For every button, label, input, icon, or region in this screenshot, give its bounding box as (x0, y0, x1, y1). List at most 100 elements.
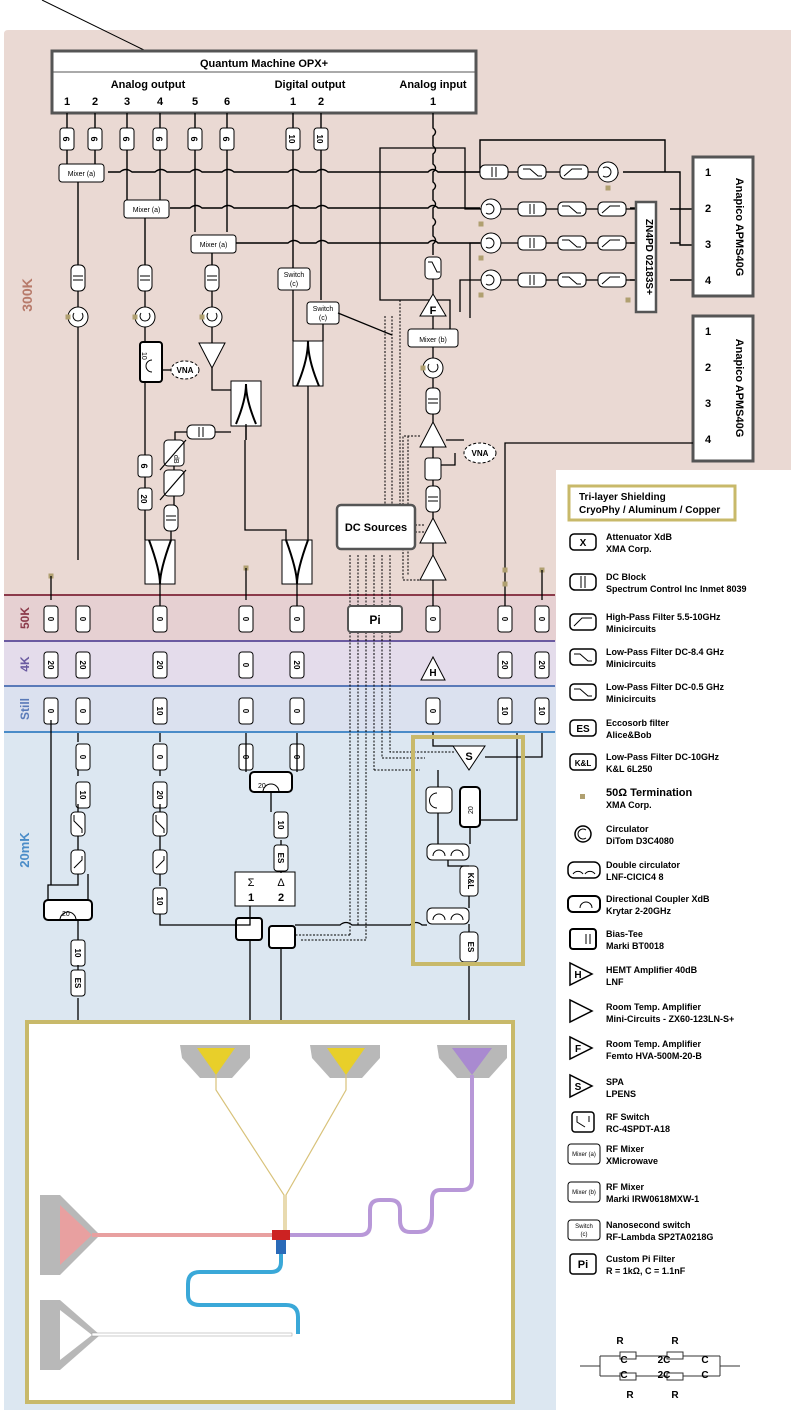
opx-analog-output-label: Analog output (111, 79, 186, 91)
svg-text:XMicrowave: XMicrowave (606, 1156, 658, 1166)
vna-left: VNA (170, 360, 200, 380)
legend: Tri-layer Shielding CryoPhy / Aluminum /… (556, 470, 791, 1410)
svg-text:2C: 2C (658, 1370, 671, 1381)
mxc-components (43, 745, 486, 963)
svg-text:6: 6 (61, 136, 71, 141)
svg-text:Bias-Tee: Bias-Tee (606, 929, 643, 939)
svg-text:20: 20 (500, 661, 509, 670)
svg-text:Alice&Bob: Alice&Bob (606, 730, 652, 740)
svg-text:Room Temp. Amplifier: Room Temp. Amplifier (606, 1039, 702, 1049)
svg-text:ES: ES (576, 724, 590, 735)
svg-text:Pi: Pi (578, 1259, 588, 1271)
svg-text:2: 2 (705, 362, 711, 374)
svg-text:6: 6 (154, 136, 164, 141)
svg-text:20: 20 (537, 661, 546, 670)
stage-label-4k: 4K (18, 656, 32, 672)
svg-text:dB: dB (172, 455, 179, 464)
attenuator-0: 0 (534, 605, 550, 633)
svg-text:R: R (626, 1390, 634, 1401)
svg-text:Switch: Switch (284, 272, 305, 279)
svg-text:20: 20 (78, 661, 87, 670)
attenuator-0: 0 (425, 697, 441, 725)
attenuator-10: 10 (152, 697, 168, 725)
opx-ai-port-1: 1 (430, 96, 436, 108)
attenuator-20: 20 (497, 651, 513, 679)
svg-text:20: 20 (155, 791, 164, 800)
svg-text:Spectrum Control Inc Inmet 803: Spectrum Control Inc Inmet 8039 (606, 584, 747, 594)
attenuator-6-ao2: 6 (87, 127, 103, 151)
svg-text:Femto HVA-500M-20-B: Femto HVA-500M-20-B (606, 1051, 702, 1061)
svg-text:10: 10 (287, 135, 296, 144)
svg-text:H: H (429, 668, 436, 679)
svg-text:10: 10 (315, 135, 324, 144)
attenuator-0: 0 (497, 605, 513, 633)
svg-text:2: 2 (705, 203, 711, 215)
svg-text:20: 20 (139, 495, 148, 504)
svg-text:Δ: Δ (277, 877, 285, 889)
svg-text:10: 10 (155, 707, 164, 716)
attenuator-6-ao3: 6 (119, 127, 135, 151)
opx-do-port-2: 2 (318, 96, 324, 108)
svg-text:0: 0 (292, 617, 301, 622)
svg-text:Mixer (a): Mixer (a) (133, 207, 161, 214)
nanosecond-switches: Switch (c) Switch (c) (277, 267, 340, 325)
attenuator-0: 0 (152, 743, 168, 771)
svg-text:Nanosecond switch: Nanosecond switch (606, 1220, 691, 1230)
attenuator-10: 10 (534, 697, 550, 725)
svg-text:K&L 6L250: K&L 6L250 (606, 764, 652, 774)
svg-text:S: S (575, 1082, 582, 1093)
svg-text:10: 10 (276, 821, 285, 830)
combiner-box (230, 340, 324, 440)
svg-text:LNF: LNF (606, 977, 624, 987)
svg-text:0: 0 (537, 617, 546, 622)
svg-text:10: 10 (500, 707, 509, 716)
svg-text:Anapico APMS40G: Anapico APMS40G (733, 339, 745, 438)
svg-text:10: 10 (73, 949, 82, 958)
svg-text:0: 0 (428, 617, 437, 622)
svg-text:0: 0 (78, 709, 87, 714)
dc-sources: DC Sources (335, 503, 417, 551)
opx-ao-port-3: 3 (124, 96, 130, 108)
svg-text:H: H (574, 970, 581, 981)
opx-do-port-1: 1 (290, 96, 296, 108)
switch-c-1 (277, 267, 311, 291)
svg-text:VNA: VNA (472, 449, 489, 458)
svg-text:Minicircuits: Minicircuits (606, 659, 656, 669)
hemt-amplifier: H (420, 655, 446, 681)
svg-text:Mixer (b): Mixer (b) (419, 337, 447, 344)
filter-chains (479, 161, 627, 291)
svg-text:C: C (620, 1370, 627, 1381)
attenuator-0: 0 (425, 605, 441, 633)
attenuator-0: 0 (238, 697, 254, 725)
svg-text:R = 1kΩ, C = 1.1nF: R = 1kΩ, C = 1.1nF (606, 1266, 686, 1276)
svg-text:Double circulator: Double circulator (606, 860, 681, 870)
svg-text:Attenuator XdB: Attenuator XdB (606, 532, 672, 542)
svg-text:Marki IRW0618MXW-1: Marki IRW0618MXW-1 (606, 1194, 699, 1204)
svg-text:Minicircuits: Minicircuits (606, 694, 656, 704)
svg-text:S: S (465, 751, 472, 763)
svg-text:20: 20 (258, 783, 266, 790)
svg-text:Mixer (a): Mixer (a) (200, 242, 228, 249)
svg-text:10: 10 (155, 897, 164, 906)
eccosorb-filter: ES (273, 844, 289, 872)
attenuator-10: 10 (273, 811, 289, 839)
svg-text:0: 0 (155, 755, 164, 760)
svg-text:0: 0 (78, 617, 87, 622)
shield-box-sample (25, 1020, 515, 1404)
svg-text:Anapico APMS40G: Anapico APMS40G (733, 178, 745, 277)
svg-text:0: 0 (241, 617, 250, 622)
svg-text:20: 20 (62, 911, 70, 918)
svg-text:SPA: SPA (606, 1077, 624, 1087)
svg-text:50Ω Termination: 50Ω Termination (606, 787, 693, 799)
svg-text:High-Pass Filter 5.5-10GHz: High-Pass Filter 5.5-10GHz (606, 612, 721, 622)
svg-text:R: R (616, 1336, 624, 1347)
anapico-1: Anapico APMS40G 1 2 3 4 (691, 155, 755, 298)
svg-text:0: 0 (78, 755, 87, 760)
svg-text:HEMT Amplifier 40dB: HEMT Amplifier 40dB (606, 965, 698, 975)
svg-text:Low-Pass Filter DC-10GHz: Low-Pass Filter DC-10GHz (606, 752, 720, 762)
svg-text:LNF-CICIC4 8: LNF-CICIC4 8 (606, 872, 664, 882)
